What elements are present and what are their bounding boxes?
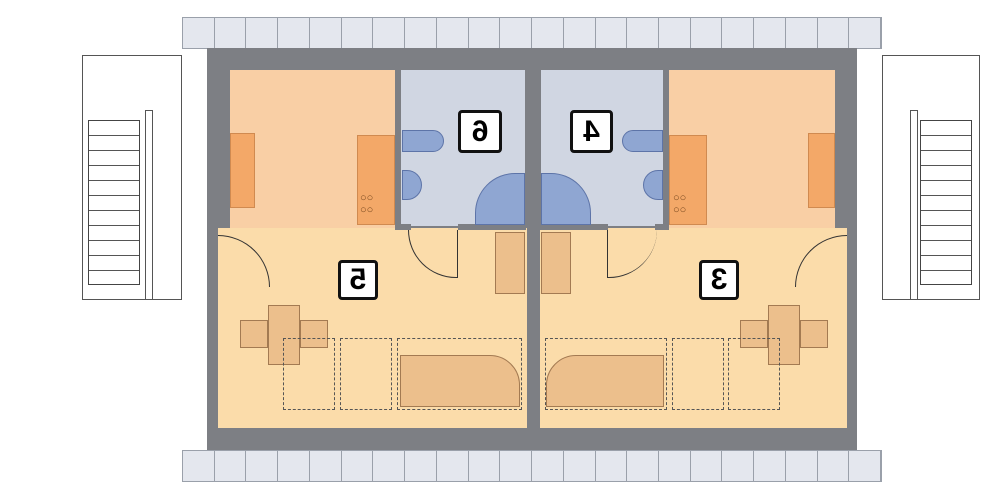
sink-right	[808, 133, 835, 208]
dining-table-left	[268, 305, 300, 365]
stair-rail-left	[145, 110, 153, 300]
room-label-bathroom-left: 6	[458, 110, 502, 153]
dashed-furniture-left-2	[340, 338, 392, 410]
sofa-right	[546, 355, 664, 407]
dining-table-right	[768, 305, 800, 365]
counter-stove-right	[669, 135, 707, 225]
wardrobe-right	[541, 232, 571, 294]
staircase-right	[920, 120, 972, 285]
chair-right-1	[740, 320, 768, 348]
bathroom-wall-bottom-left-2	[458, 224, 526, 230]
roof-window-strip-bottom	[182, 450, 882, 482]
dashed-furniture-right-2	[672, 338, 724, 410]
chair-left-1	[240, 320, 268, 348]
room-label-bathroom-right: 4	[570, 110, 613, 153]
staircase-left	[88, 120, 140, 285]
chair-left-2	[300, 320, 328, 348]
dashed-furniture-right-1	[728, 338, 780, 410]
chair-right-2	[800, 320, 828, 348]
stair-landing-left	[82, 55, 182, 300]
partition-wall-right	[663, 70, 669, 230]
toilet-left	[402, 130, 444, 152]
partition-wall-left	[395, 70, 401, 230]
toilet-right	[622, 130, 663, 152]
bathroom-wall-bottom-left	[401, 224, 411, 230]
sofa-left	[400, 355, 520, 407]
stair-landing-right	[882, 55, 980, 300]
dashed-furniture-right-3	[545, 338, 667, 410]
room-label-living-left: 5	[338, 260, 378, 300]
wardrobe-left	[495, 232, 525, 294]
stove-burners-left: ○○○○	[360, 192, 374, 216]
stair-rail-right	[910, 110, 918, 300]
roof-window-strip-top	[182, 17, 882, 49]
bathroom-wall-bottom-right-2	[655, 224, 665, 230]
room-label-living-right: 3	[699, 260, 739, 300]
stove-burners-right: ○○○○	[673, 192, 687, 216]
dashed-furniture-left-3	[397, 338, 522, 410]
bathroom-wall-bottom-right	[540, 224, 608, 230]
counter-stove-left	[357, 135, 395, 225]
sink-left	[230, 133, 255, 208]
dashed-furniture-left-1	[283, 338, 335, 410]
